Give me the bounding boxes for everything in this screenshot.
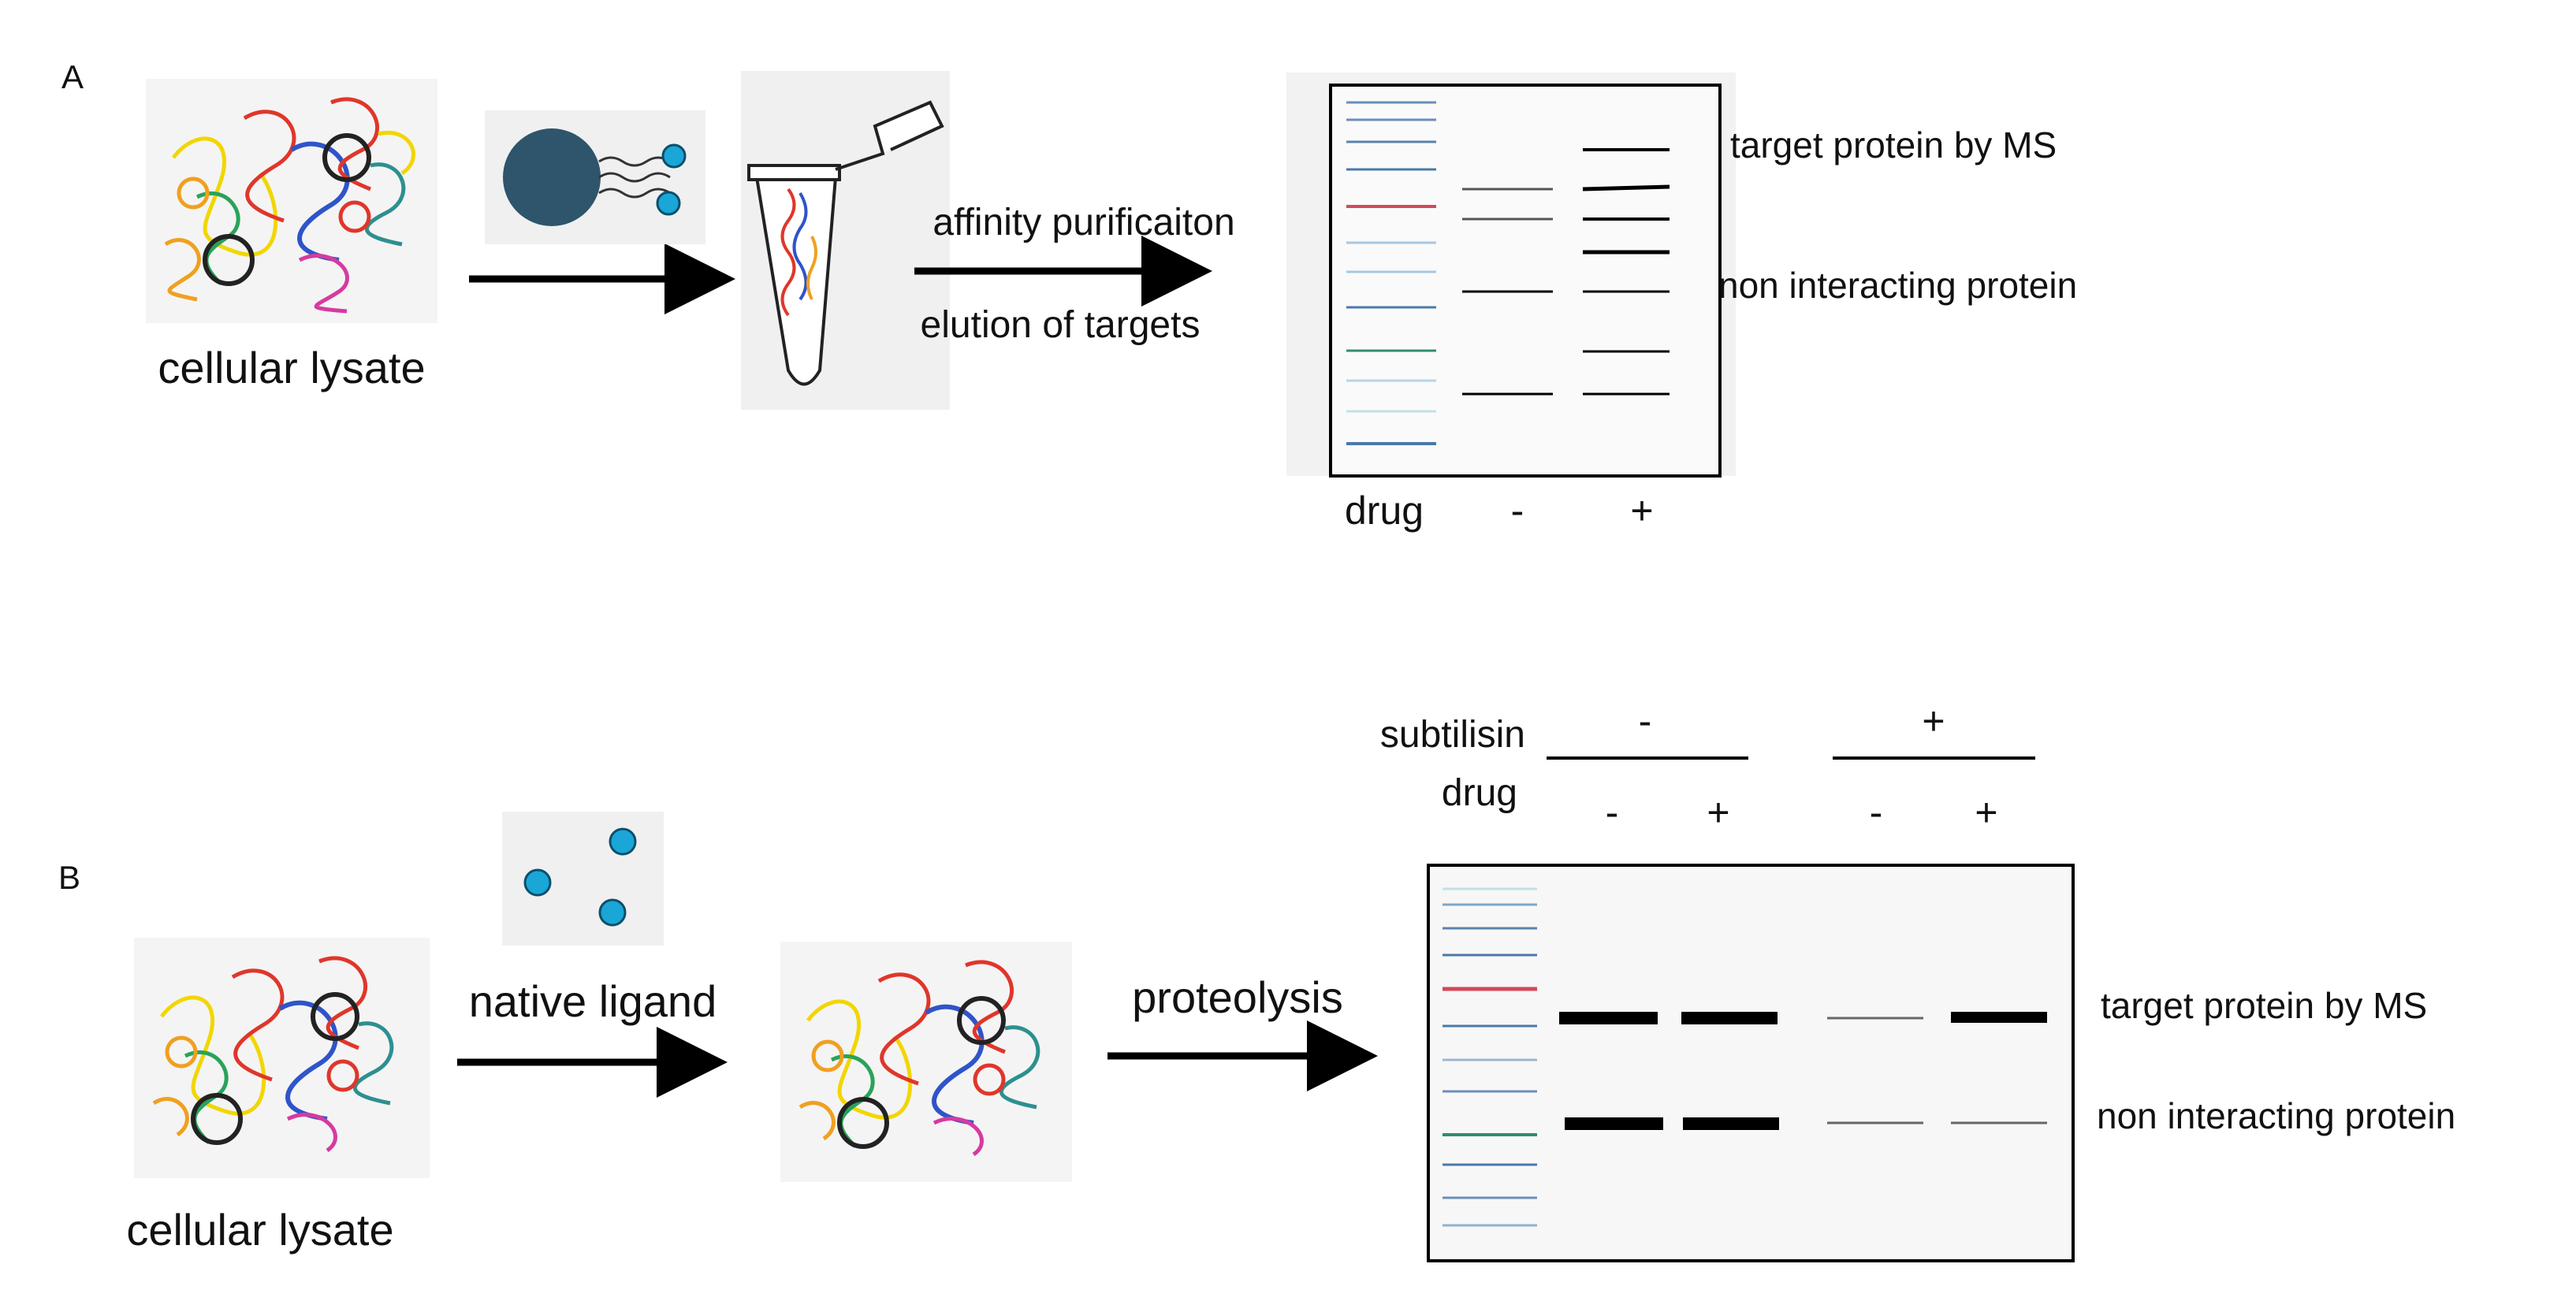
gel-band xyxy=(1951,1012,2047,1023)
affinity-purification-label: affinity purificaiton xyxy=(932,202,1234,243)
tube-image xyxy=(741,71,950,410)
drug-label-b: drug xyxy=(1442,772,1517,814)
native-ligand-label: native ligand xyxy=(469,976,717,1026)
drug-state-label: + xyxy=(1707,790,1729,834)
gel-a-lane-plus xyxy=(1582,148,1670,396)
gel-band xyxy=(1582,184,1670,191)
gel-a-lane-minus xyxy=(1462,188,1553,396)
ladder-a xyxy=(1346,101,1436,445)
lane-minus-label-a: - xyxy=(1511,489,1524,533)
subtilisin-label: subtilisin xyxy=(1380,714,1525,756)
ligand-icon xyxy=(609,827,637,856)
bead-icon xyxy=(503,128,601,226)
lysate-label-b: cellular lysate xyxy=(126,1205,393,1255)
ligand-icon xyxy=(598,898,627,927)
gel-band xyxy=(1681,1012,1778,1024)
panel-b-letter: B xyxy=(58,859,80,896)
drug-state-label: + xyxy=(1975,790,1997,834)
gel-band xyxy=(1565,1117,1663,1130)
gel-band xyxy=(1683,1117,1779,1130)
proteolysis-label: proteolysis xyxy=(1132,972,1343,1022)
bead-ligand-image xyxy=(485,110,705,244)
ligand-icon xyxy=(523,868,552,897)
lysate-image-b xyxy=(134,938,430,1178)
drug-label-a: drug xyxy=(1345,489,1424,533)
free-ligand-image xyxy=(502,812,664,946)
gel-b-lane-3 xyxy=(1827,1017,1923,1124)
gel-band xyxy=(1559,1012,1658,1024)
noninteracting-label-a: non interacting protein xyxy=(1718,265,2077,306)
lysate-label-a: cellular lysate xyxy=(158,343,425,392)
subtilisin-plus-label: + xyxy=(1922,699,1945,743)
lane-plus-label-a: + xyxy=(1630,489,1653,533)
target-protein-label-b: target protein by MS xyxy=(2101,985,2427,1026)
gel-a xyxy=(1329,84,1722,478)
gel-b-lane-4 xyxy=(1951,1012,2047,1124)
ligand-icon xyxy=(656,191,681,216)
ladder-b xyxy=(1442,887,1537,1227)
lysate-image-b2 xyxy=(780,942,1072,1182)
gel-b-lane-2 xyxy=(1681,1012,1779,1130)
panel-a-letter: A xyxy=(61,58,84,95)
subtilisin-minus-label: - xyxy=(1639,699,1652,743)
gel-b xyxy=(1427,864,2075,1262)
lysate-image-a xyxy=(146,79,437,323)
target-protein-label-a: target protein by MS xyxy=(1730,125,2057,165)
ligand-icon xyxy=(661,143,687,169)
gel-b-lane-1 xyxy=(1559,1012,1663,1130)
elution-label: elution of targets xyxy=(921,304,1201,346)
drug-state-label: - xyxy=(1870,790,1883,834)
panel-a: A cellular lysate xyxy=(61,58,2077,533)
noninteracting-label-b: non interacting protein xyxy=(2097,1095,2455,1136)
panel-b: B cellular lysate native ligand xyxy=(58,699,2455,1262)
drug-state-label: - xyxy=(1606,790,1619,834)
